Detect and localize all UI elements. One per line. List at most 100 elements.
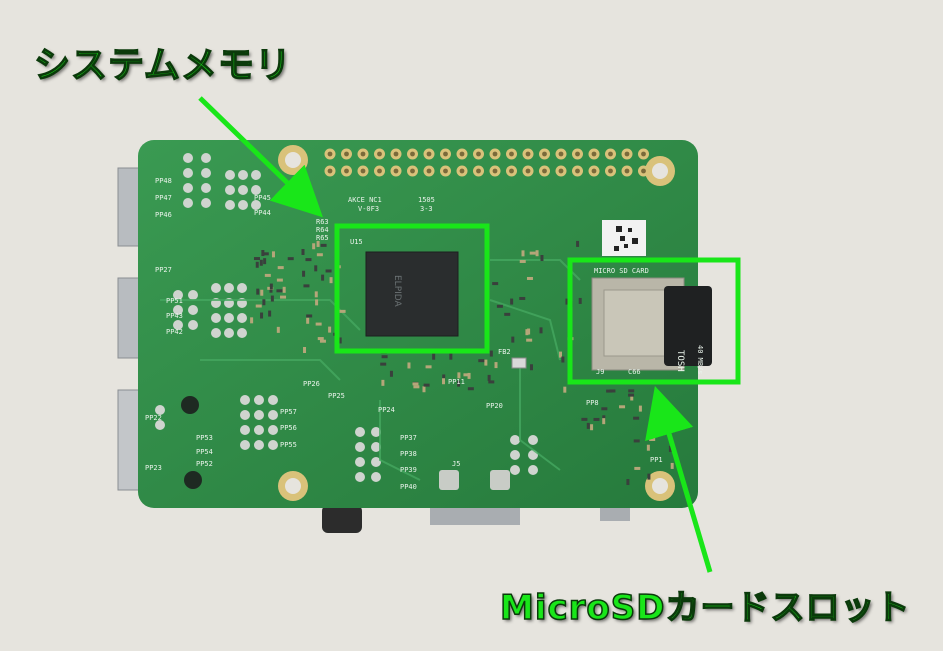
smd-component: [314, 291, 318, 298]
pp26-label: PP26: [303, 380, 320, 388]
smd-component: [576, 240, 580, 247]
smd-component: [561, 356, 565, 363]
pp11-label: PP11: [448, 378, 465, 386]
smd-component: [422, 386, 426, 393]
smd-component: [457, 372, 461, 379]
smd-component: [633, 439, 640, 443]
test-pad: [188, 290, 198, 300]
smd-component: [630, 394, 634, 401]
test-pad: [240, 425, 250, 435]
pp23-label: PP23: [145, 464, 162, 472]
test-pad: [528, 465, 538, 475]
smd-component: [539, 327, 543, 334]
smd-component: [504, 312, 511, 316]
sd-speed-label: 40 MB/s: [696, 345, 704, 375]
smd-component: [276, 326, 280, 333]
smd-component: [521, 250, 525, 257]
test-pad: [238, 185, 248, 195]
pp47-label: PP47: [155, 194, 172, 202]
smd-component: [525, 329, 529, 336]
bottom-connectors: [322, 505, 630, 533]
test-pad: [225, 170, 235, 180]
smd-component: [413, 385, 420, 389]
test-pad: [355, 427, 365, 437]
smd-component: [619, 405, 626, 409]
smd-component: [319, 339, 326, 343]
test-pad: [183, 168, 193, 178]
pp24-label: PP24: [378, 406, 395, 414]
smd-component: [381, 379, 385, 386]
smd-component: [389, 370, 393, 377]
test-pad: [173, 305, 183, 315]
test-pad: [183, 153, 193, 163]
smd-component: [263, 258, 267, 265]
smd-component: [487, 374, 491, 381]
smd-component: [519, 296, 526, 300]
test-pad: [238, 170, 248, 180]
gpio-pin-hole: [591, 151, 597, 157]
gpio-pin-hole: [410, 151, 415, 157]
test-pad: [201, 168, 211, 178]
smd-component: [578, 297, 582, 304]
smd-component: [609, 389, 616, 393]
smd-component: [260, 312, 264, 319]
pp48-label: PP48: [155, 177, 172, 185]
smd-component: [488, 380, 495, 384]
smd-component: [276, 289, 283, 293]
test-pad: [183, 198, 193, 208]
gpio-pin-hole: [459, 151, 465, 157]
gpio-pin-hole: [377, 168, 382, 174]
r65-label: R65: [316, 234, 329, 242]
pp51-label: PP51: [166, 297, 183, 305]
test-pad: [240, 440, 250, 450]
pp1-label: PP1: [650, 456, 663, 464]
gpio-pin-hole: [344, 151, 349, 157]
smd-component: [256, 288, 260, 295]
smd-component: [264, 273, 271, 277]
board-code-2: V-0F3: [358, 205, 379, 213]
test-pad: [211, 283, 221, 293]
test-pad: [510, 450, 520, 460]
gpio-pin-hole: [641, 168, 646, 174]
smd-component: [581, 417, 588, 421]
test-pad: [201, 198, 211, 208]
test-pad: [240, 395, 250, 405]
test-pad: [237, 313, 247, 323]
smd-component: [270, 295, 274, 302]
pp55-label: PP55: [280, 441, 297, 449]
smd-component: [320, 243, 327, 247]
test-pad: [225, 200, 235, 210]
gpio-pin-hole: [624, 168, 630, 174]
smd-component: [511, 336, 515, 343]
memory-chip: ELPIDA: [365, 251, 459, 337]
pp27-label: PP27: [155, 266, 172, 274]
test-pad: [224, 283, 234, 293]
smd-component: [321, 274, 325, 281]
test-pad: [173, 320, 183, 330]
gpio-pin-hole: [641, 151, 646, 157]
test-pad: [237, 283, 247, 293]
smd-component: [328, 326, 332, 333]
test-pad: [371, 427, 381, 437]
test-pad: [355, 457, 365, 467]
test-pad: [155, 420, 165, 430]
smd-component: [442, 374, 446, 381]
test-pad: [371, 442, 381, 452]
smd-component: [250, 317, 254, 324]
gpio-pin-hole: [558, 151, 564, 157]
smd-component: [494, 362, 498, 369]
smd-component: [262, 299, 266, 306]
pp52-label: PP52: [196, 460, 213, 468]
test-pad: [224, 328, 234, 338]
gpio-pin-hole: [327, 151, 333, 157]
gpio-pin-hole: [542, 168, 547, 174]
smd-component: [315, 299, 319, 306]
pp42-label: PP42: [166, 328, 183, 336]
smd-component: [260, 289, 264, 296]
pp40-label: PP40: [400, 483, 417, 491]
gpio-pin-hole: [443, 151, 448, 157]
gpio-pin-hole: [476, 151, 481, 157]
gpio-pin-hole: [575, 168, 580, 174]
j5-label: J5: [452, 460, 460, 468]
pp22-label: PP22: [145, 414, 162, 422]
